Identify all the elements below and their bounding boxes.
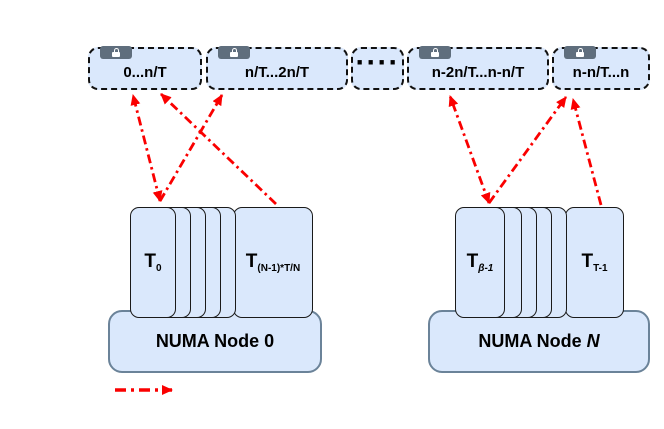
partition-box-1: 0...n/T	[88, 46, 202, 90]
thread-label: T(N-1)*T/N	[246, 251, 300, 274]
partition-range-label: n/T...2n/T	[244, 64, 310, 81]
partition-box-4: n-2n/T...n-n/T	[407, 46, 549, 90]
thread-label: TT-1	[581, 251, 607, 274]
partition-range-label: 0...n/T	[123, 64, 167, 81]
partition-range-label: n-2n/T...n-n/T	[431, 64, 525, 81]
lock-icon-glyph	[576, 48, 584, 57]
numa-node-n-label: NUMA Node N	[478, 331, 599, 352]
thread-card-first-node0: T0	[130, 207, 176, 318]
thread-subscript: β-1	[478, 263, 494, 274]
thread-subscript: (N-1)*T/N	[257, 263, 301, 274]
thread-card-last-noden: TT-1	[565, 207, 624, 318]
numa-node-prefix: NUMA Node	[155, 331, 260, 351]
lock-icon	[218, 46, 250, 59]
thread-label: Tβ-1	[467, 251, 494, 274]
thread-base: T	[581, 251, 594, 272]
lock-icon-glyph	[112, 48, 120, 57]
access-arrow	[158, 94, 224, 202]
lock-icon	[564, 46, 596, 59]
partition-range-label: n-n/T...n	[572, 64, 630, 81]
access-arrow	[130, 94, 163, 202]
access-arrow	[487, 96, 568, 204]
lock-icon	[100, 46, 132, 59]
thread-subscript: T-1	[593, 263, 608, 274]
access-arrow	[160, 92, 277, 206]
lock-icon-glyph	[431, 48, 439, 57]
thread-base: T	[144, 251, 157, 272]
partition-box-2: n/T...2n/T	[206, 46, 348, 90]
numa-node-prefix: NUMA Node	[478, 331, 582, 351]
thread-card-last-node0: T(N-1)*T/N	[233, 207, 313, 318]
thread-card-first-noden: Tβ-1	[455, 207, 505, 318]
lock-icon-glyph	[230, 48, 238, 57]
thread-base: T	[466, 251, 479, 272]
numa-node-number: N	[586, 331, 600, 351]
numa-node-0-label: NUMA Node 0	[156, 331, 274, 352]
ellipsis-dots: ····	[355, 45, 400, 79]
access-arrow	[448, 95, 491, 204]
access-arrow	[570, 98, 603, 206]
numa-node-0-box: NUMA Node 0	[108, 310, 322, 373]
thread-label: T0	[144, 251, 161, 274]
numa-node-n-box: NUMA Node N	[428, 310, 650, 373]
partition-ellipsis-box: ····	[351, 47, 404, 90]
numa-node-number: 0	[264, 331, 275, 351]
lock-icon	[419, 46, 451, 59]
thread-subscript: 0	[156, 263, 162, 274]
thread-base: T	[245, 251, 258, 272]
partition-box-5: n-n/T...n	[552, 46, 650, 90]
